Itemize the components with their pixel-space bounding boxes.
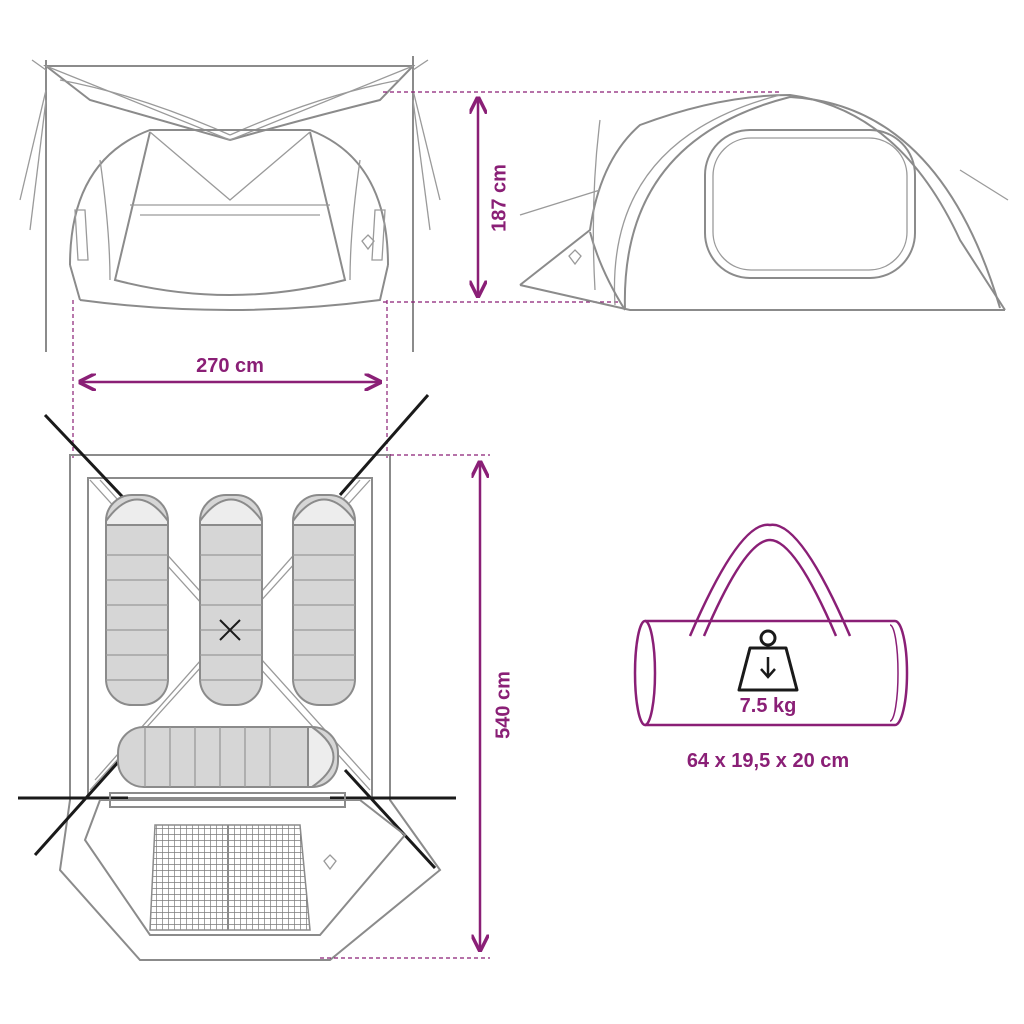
width-dimension: 270 cm: [72, 300, 388, 460]
weight-label: 7.5 kg: [740, 695, 797, 717]
carry-bag: 7.5 kg: [633, 523, 909, 727]
width-label: 270 cm: [196, 355, 264, 377]
sleeping-bag: [292, 494, 356, 706]
height-label: 187 cm: [488, 164, 510, 232]
sleeping-bag: [117, 726, 339, 788]
side-view: [519, 93, 1009, 311]
height-dimension: 187 cm: [383, 91, 780, 303]
length-dimension: 540 cm: [320, 454, 514, 959]
sleeping-bag: [199, 494, 263, 706]
tent-logo-icon: [361, 234, 375, 251]
sleeping-bag: [105, 494, 169, 706]
length-label: 540 cm: [492, 671, 514, 739]
top-view: [18, 394, 456, 961]
front-view: [19, 56, 441, 352]
pack-size-label: 64 x 19,5 x 20 cm: [687, 750, 849, 772]
weight-icon: [737, 629, 799, 692]
